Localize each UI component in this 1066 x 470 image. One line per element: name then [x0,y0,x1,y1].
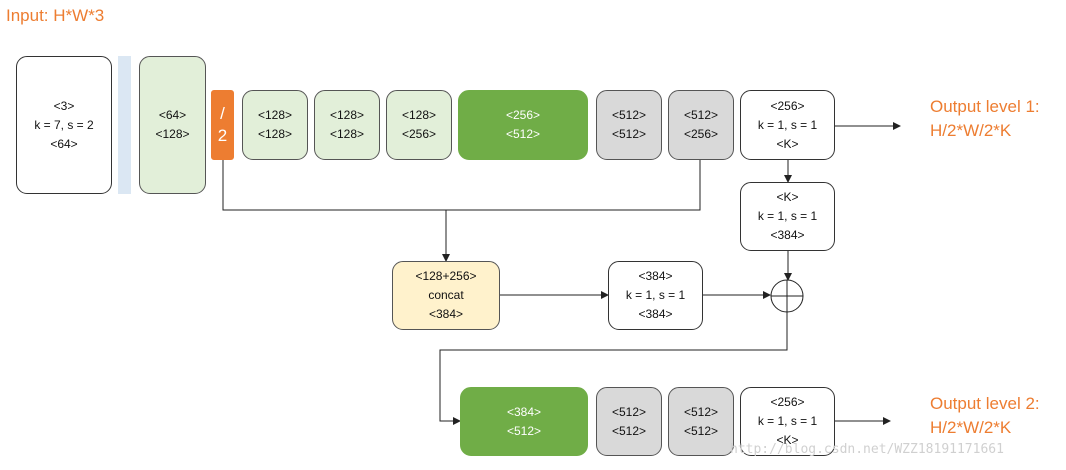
res-block-256-512: <256> <512> [458,90,588,160]
pool-block: / 2 [211,90,234,160]
block-line: <K> [776,136,799,151]
output2-line1: Output level 2: [930,394,1040,413]
block-line: k = 1, s = 1 [757,209,818,223]
batchnorm-block [118,56,131,194]
output2-line2: H/2*W/2*K [930,418,1012,437]
block-line: <512> [611,127,647,141]
block-line: <128> [401,108,437,122]
watermark: http://blog.csdn.net/WZZ18191171661 [730,442,1004,457]
output2-conv-block: <256> k = 1, s = 1 <K> [740,387,835,456]
block-line: <384> [770,228,805,242]
res-block-512c: <512> <512> [668,387,734,456]
res-block-128a: <128> <128> [242,90,308,160]
block-line: <256> [505,108,541,122]
sum-to-branch2-line [439,312,788,425]
output1-line1: Output level 1: [930,97,1040,116]
block-line: <512> [611,423,647,438]
output-level-1-label: Output level 1: H/2*W/2*K [930,95,1040,143]
block-line: <256> [770,98,805,113]
block-line: <512> [611,108,647,122]
block-line: <128> [155,127,190,141]
block-line: <512> [611,404,647,419]
block-line: <K> [776,190,799,204]
block-line: k = 1, s = 1 [625,288,686,302]
res-block-128b: <128> <128> [314,90,380,160]
block-line: <384> [638,307,673,321]
block-line: concat [428,288,464,302]
block-line: <512> [506,423,542,438]
output1-conv-block: <256> k = 1, s = 1 <K> [740,90,835,160]
block-line: <512> [505,127,541,141]
block-line: <256> [770,395,805,409]
block-line: <384> [638,269,673,283]
block-line: k = 7, s = 2 [34,117,94,132]
block-line: <256> [683,127,719,141]
conv384-block: <384> k = 1, s = 1 <384> [608,261,703,330]
res-block-64: <64> <128> [139,56,206,194]
output1-line2: H/2*W/2*K [930,121,1012,140]
block-line: k = 1, s = 1 [757,117,818,132]
res-block-512b: <512> <512> [596,387,662,456]
block-line: <512> [683,108,719,122]
block-line: <128+256> [415,269,477,283]
block-line: <128> [329,108,365,122]
block-line: <128> [329,127,365,141]
block-line: <512> [683,404,719,419]
block-line: <512> [683,423,719,438]
concat-block: <128+256> concat <384> [392,261,500,330]
block-line: <128> [257,108,293,122]
skip-connection-line [222,160,701,211]
pool-slash: / [220,104,225,123]
res-block-128-256: <128> <256> [386,90,452,160]
block-line: <384> [506,404,542,419]
pool-factor: 2 [217,126,228,145]
conv1-block: <3> k = 7, s = 2 <64> [16,56,112,194]
block-line: <64> [158,108,187,122]
block-line: <128> [257,127,293,141]
res-block-512a: <512> <512> [596,90,662,160]
res-block-512-256: <512> <256> [668,90,734,160]
input-label: Input: H*W*3 [6,6,105,25]
block-line: <256> [401,127,437,141]
block-line: <64> [50,136,78,151]
block-line: <K> [776,433,799,447]
block-line: <384> [428,307,464,321]
output-level-2-label: Output level 2: H/2*W/2*K [930,392,1040,440]
res-block-384-512: <384> <512> [460,387,588,456]
block-line: <3> [53,98,75,113]
remap-conv-block: <K> k = 1, s = 1 <384> [740,182,835,251]
block-line: k = 1, s = 1 [757,414,818,428]
